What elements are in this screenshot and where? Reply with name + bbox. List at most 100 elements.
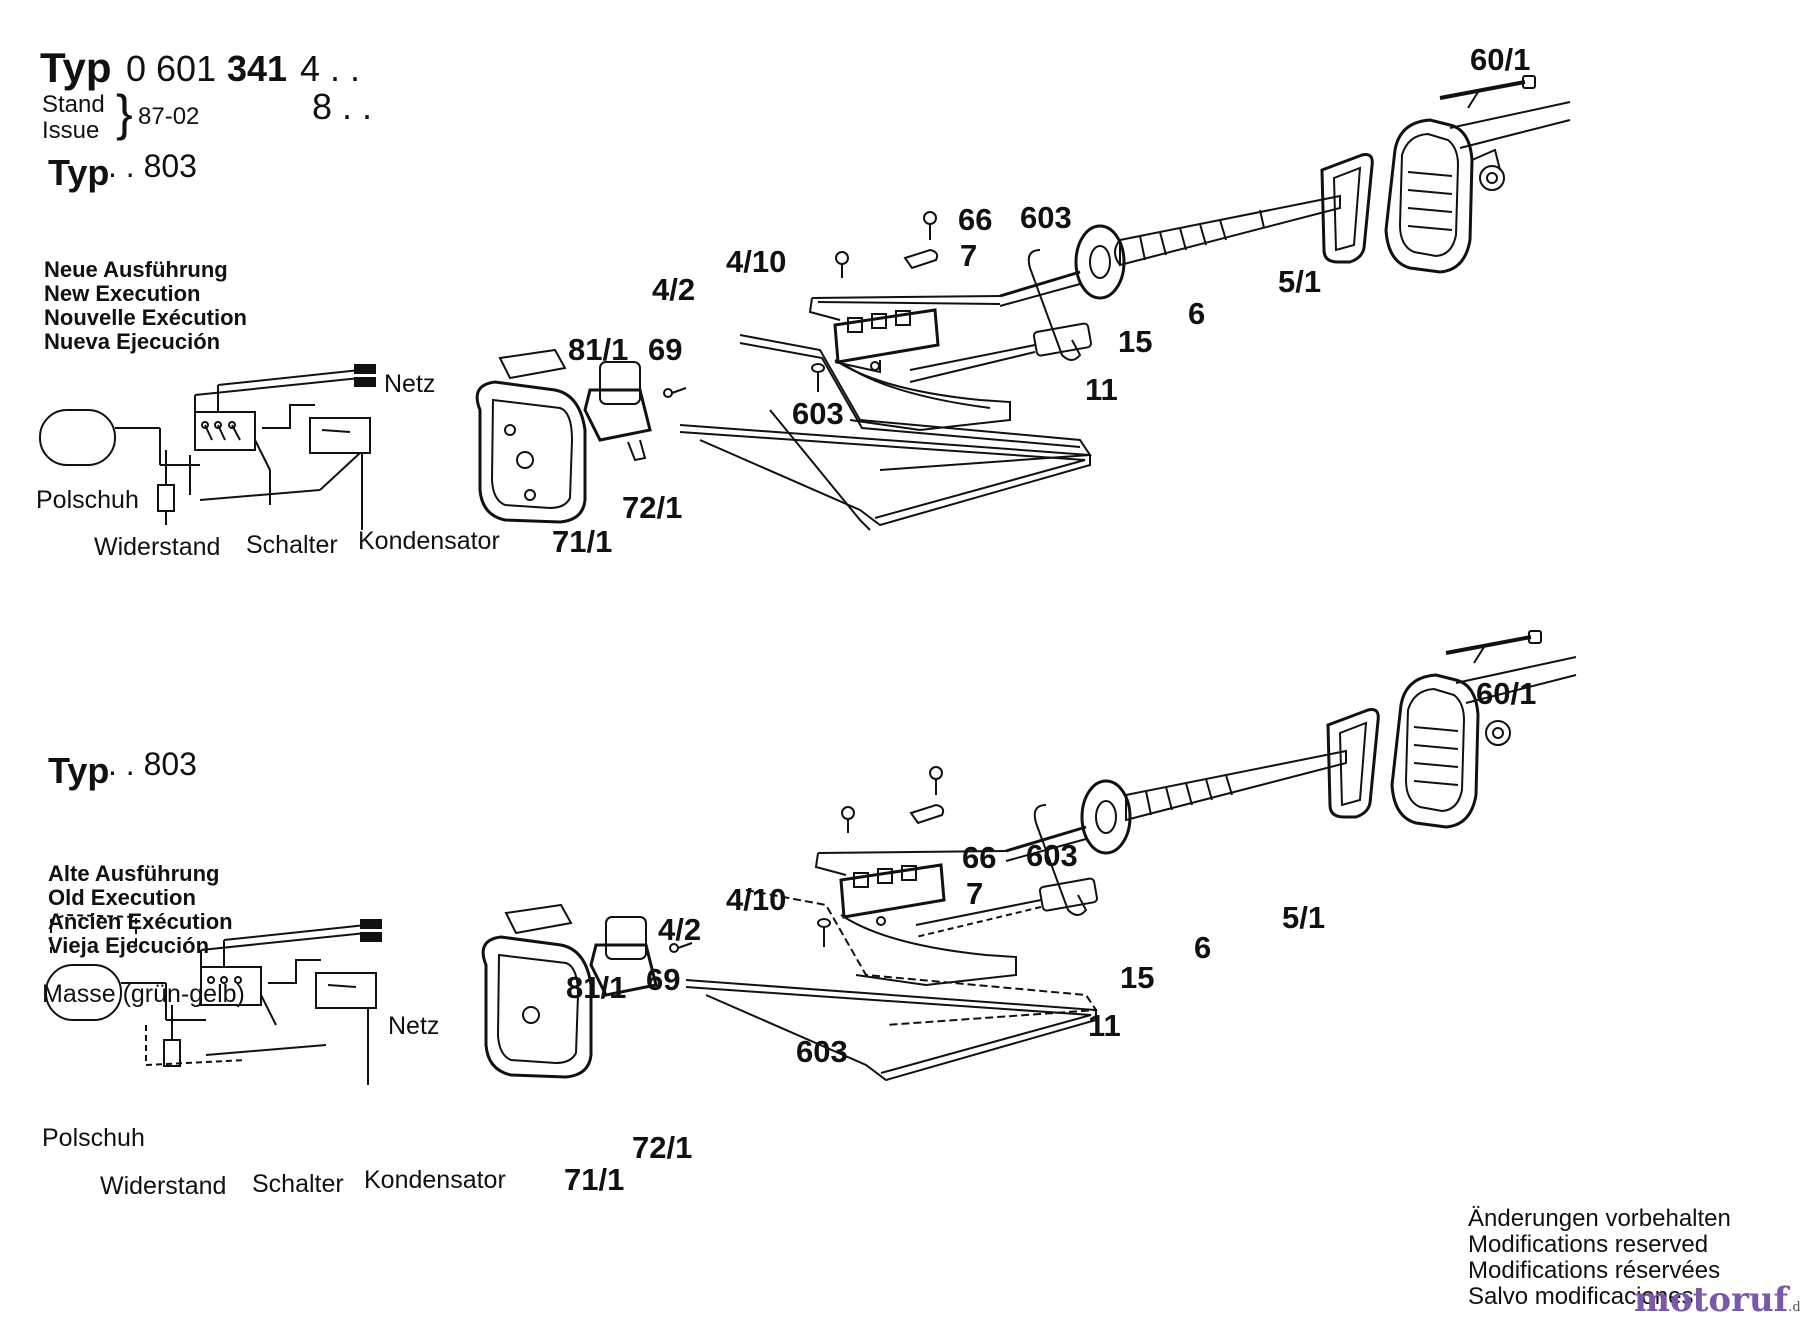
clip-7	[903, 248, 939, 270]
callout-69: 69	[648, 332, 683, 367]
callout-603-lower-old: 603	[796, 1034, 848, 1069]
label-schalter-old: Schalter	[252, 1170, 344, 1198]
callout-5-1-old: 5/1	[1282, 900, 1326, 935]
execution-fr: Nouvelle Exécution	[44, 305, 247, 330]
execution-es: Nueva Ejecución	[44, 329, 221, 354]
execution-de: Neue Ausführung	[44, 257, 228, 282]
callout-603-upper-old: 603	[1026, 838, 1078, 873]
brand-watermark: motoruf.de	[1634, 1280, 1800, 1320]
execution-en: New Execution	[44, 281, 201, 306]
screw-60-1	[1439, 75, 1536, 109]
part-number-prefix: 0 601	[126, 48, 217, 89]
label-81-1	[498, 348, 567, 380]
switch-block	[833, 308, 940, 374]
capacitor-11	[909, 322, 1092, 383]
gear-housing-b	[1390, 656, 1577, 829]
brand-name: motoruf	[1634, 1280, 1789, 1320]
switch-block-b	[839, 863, 946, 926]
gasket-frame-b	[1326, 708, 1380, 819]
callout-11: 11	[1085, 372, 1118, 407]
screw-66-b	[929, 766, 943, 795]
callout-71-1: 71/1	[552, 524, 613, 559]
brace-icon: }	[116, 85, 133, 141]
label-kondensator-old: Kondensator	[364, 1166, 506, 1194]
callout-6-old: 6	[1194, 930, 1212, 965]
callout-72-1: 72/1	[622, 490, 683, 525]
variant-8: 8 . .	[312, 86, 373, 127]
callout-603-upper: 603	[1020, 200, 1072, 235]
execution-en-old: Old Execution	[48, 885, 196, 910]
callout-69-old: 69	[646, 962, 681, 997]
label-polschuh: Polschuh	[36, 486, 139, 514]
callout-81-1: 81/1	[568, 332, 629, 367]
stand-value: 87-02	[138, 103, 200, 130]
label-kondensator: Kondensator	[358, 527, 500, 555]
capacitor-11-b	[915, 877, 1098, 938]
callout-4-2: 4/2	[652, 272, 696, 307]
typ-label-top: Typ	[48, 152, 110, 193]
screw-66	[923, 211, 937, 240]
callout-71-1-old: 71/1	[564, 1162, 625, 1197]
label-widerstand: Widerstand	[94, 533, 221, 561]
callout-60-1-old: 60/1	[1476, 676, 1537, 711]
note-es: Salvo modificaciones	[1468, 1283, 1694, 1310]
callout-5-1: 5/1	[1278, 264, 1322, 299]
cover-71-1-b	[481, 935, 593, 1079]
wire-sleeve-603-b	[817, 918, 831, 947]
callout-11-old: 11	[1088, 1008, 1121, 1043]
label-81-1-b	[504, 903, 573, 935]
execution-es-old: Vieja Ejecución	[48, 933, 210, 958]
callout-60-1: 60/1	[1470, 42, 1531, 77]
label-schalter: Schalter	[246, 531, 338, 559]
brand-tld: .de	[1788, 1300, 1800, 1315]
callout-4-10: 4/10	[726, 244, 787, 279]
wire-sleeve-603	[811, 363, 825, 392]
suppressor-69	[583, 361, 687, 462]
gear-housing	[1384, 101, 1571, 274]
clip-7-b	[909, 803, 945, 825]
cover-71-1	[475, 380, 587, 524]
typ-suffix-top: . . 803	[108, 148, 197, 184]
execution-de-old: Alte Ausführung	[48, 861, 220, 886]
exploded-view-top	[39, 75, 1571, 531]
wiring-loop-top	[679, 295, 1092, 531]
variant-4: 4 . .	[300, 48, 361, 89]
callout-72-1-old: 72/1	[632, 1130, 693, 1165]
screw-4-10	[835, 251, 849, 278]
callout-15: 15	[1118, 324, 1153, 359]
wiring-loop-bottom	[685, 850, 1098, 1082]
gasket-frame	[1320, 153, 1374, 264]
label-polschuh-old: Polschuh	[42, 1124, 145, 1152]
callout-603-lower: 603	[792, 396, 844, 431]
schematic-top	[39, 364, 376, 530]
clamp-603-b	[1033, 804, 1088, 916]
exploded-view-bottom	[45, 630, 1577, 1085]
callout-6: 6	[1188, 296, 1206, 331]
callout-4-2-old: 4/2	[658, 912, 702, 947]
typ-suffix-bottom: . . 803	[108, 746, 197, 782]
schematic-bottom	[45, 913, 382, 1085]
callout-4-10-old: 4/10	[726, 882, 787, 917]
label-netz-old: Netz	[388, 1012, 440, 1040]
suppressor-69-b	[589, 916, 693, 997]
stand-label: Stand	[42, 91, 105, 118]
note-en: Modifications reserved	[1468, 1231, 1709, 1258]
screw-4-10-b	[841, 806, 855, 833]
callout-66-old: 66	[962, 840, 997, 875]
typ-label: Typ	[40, 44, 112, 91]
label-netz: Netz	[384, 370, 436, 398]
callout-15-old: 15	[1120, 960, 1155, 995]
screw-60-1-b	[1445, 630, 1542, 664]
execution-fr-old: Ancien Exécution	[48, 909, 233, 934]
callout-7: 7	[960, 238, 978, 273]
label-masse: Masse (grün-gelb)	[42, 980, 245, 1008]
typ-label-bottom: Typ	[48, 750, 110, 791]
clamp-603	[1027, 249, 1082, 361]
issue-label: Issue	[42, 117, 100, 144]
part-number-bold: 341	[227, 48, 288, 89]
callout-7-old: 7	[966, 876, 984, 911]
note-fr: Modifications réservées	[1468, 1257, 1721, 1284]
callout-66: 66	[958, 202, 993, 237]
label-widerstand-old: Widerstand	[100, 1172, 227, 1200]
